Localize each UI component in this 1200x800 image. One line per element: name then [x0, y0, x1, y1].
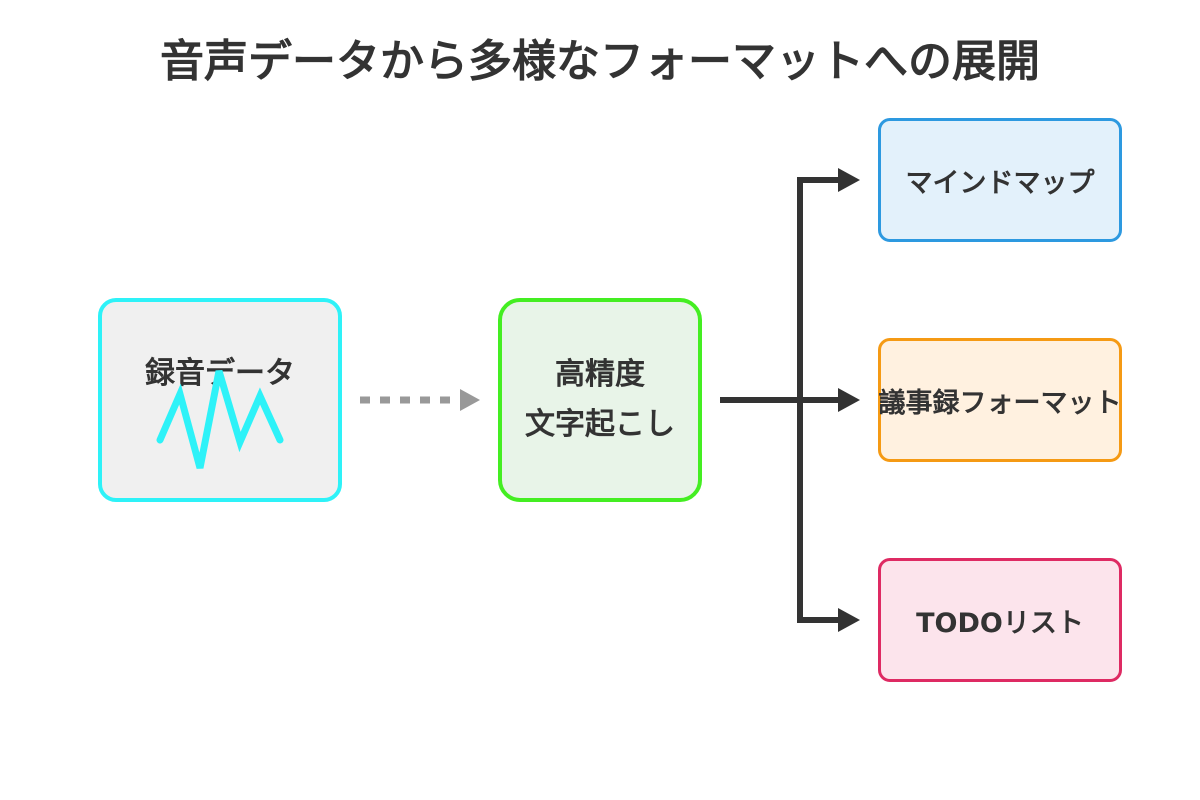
output-label-mindmap: マインドマップ — [905, 167, 1095, 199]
source-node: 録音データ — [98, 298, 342, 502]
arrowhead-mindmap — [838, 168, 860, 192]
output-label-todo: TODOリスト — [916, 607, 1084, 639]
page-title: 音声データから多様なフォーマットへの展開 — [160, 36, 1040, 87]
output-label-minutes: 議事録フォーマット — [878, 387, 1122, 419]
branch-arrowheads — [838, 168, 860, 632]
transcription-node: 高精度 文字起こし — [498, 298, 702, 502]
arrowhead-minutes — [838, 388, 860, 412]
source-label: 録音データ — [145, 356, 295, 391]
output-node-minutes: 議事録フォーマット — [878, 338, 1122, 462]
output-node-todo: TODOリスト — [878, 558, 1122, 682]
arrowhead-todo — [838, 608, 860, 632]
transcription-label-line1: 高精度 — [555, 357, 645, 392]
dashed-arrow-source-to-transcribe — [360, 389, 480, 411]
transcription-label-line2: 文字起こし — [525, 407, 675, 442]
branch-connector — [720, 177, 842, 623]
output-node-mindmap: マインドマップ — [878, 118, 1122, 242]
